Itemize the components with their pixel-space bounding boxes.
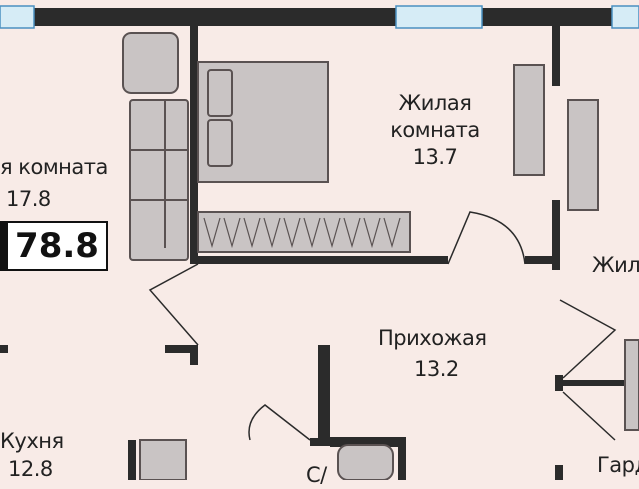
room-hallway-area: 13.2 [414,357,459,381]
room-hallway-name: Прихожая [378,326,487,350]
room-living-center-name-line2: комната [390,118,480,142]
sofa [129,99,189,261]
room-living-center-area: 13.7 [412,145,458,169]
shelf [624,339,639,431]
furniture [122,32,639,480]
armchair [122,32,179,94]
stove [139,439,187,480]
room-living-left-name: я комната [0,155,108,179]
wardrobe-hangers [203,217,401,249]
room-bathroom-name: С/ [306,463,327,487]
desk [513,64,545,176]
room-kitchen-area: 12.8 [8,457,53,481]
room-living-right-name: Жил [592,253,639,277]
desk-right [567,99,599,211]
doors [148,211,617,441]
room-kitchen-name: Кухня [0,429,64,453]
room-living-left-area: 17.8 [6,187,51,211]
room-living-center-name: Жилая комната 13.7 [380,90,490,171]
windows [0,5,639,29]
total-area-badge: 78.8 [0,221,108,271]
room-living-center-name-line1: Жилая [398,91,472,115]
room-wardrobe-name: Гард [597,453,639,477]
bathtub [337,444,394,480]
